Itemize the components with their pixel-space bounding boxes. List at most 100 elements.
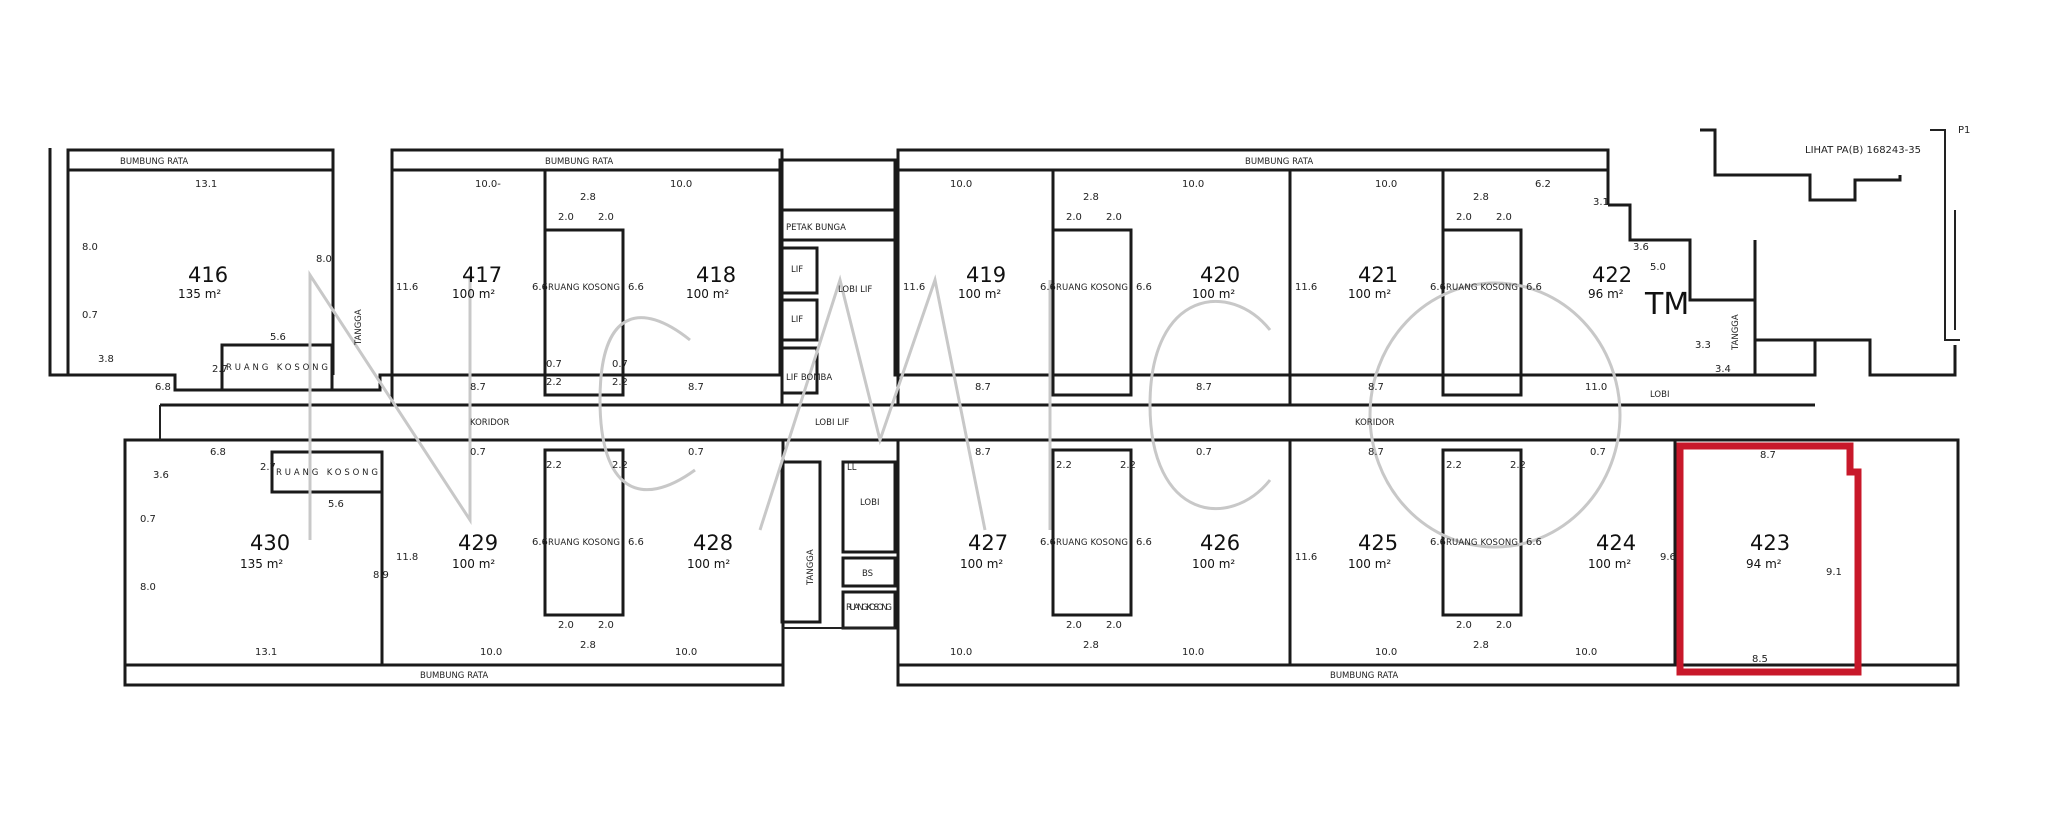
dim-425-top: 8.7 <box>1368 447 1384 458</box>
unit-423-area: 94 m² <box>1746 557 1782 571</box>
dim-void-bs6: 6.6 <box>1526 537 1542 548</box>
dim-429-left: 11.8 <box>396 552 418 563</box>
dim-425-bottom: 10.0 <box>1375 647 1397 658</box>
unit-427-number: 427 <box>968 531 1008 555</box>
flower-bed-label: PETAK BUNGA <box>786 223 846 233</box>
dim-void-w1: 2.0 <box>558 212 574 223</box>
dim-void-w4: 2.0 <box>1106 212 1122 223</box>
unit-419-number: 419 <box>966 263 1006 287</box>
dim-416-bottom: 6.8 <box>155 382 171 393</box>
corridor-label-right: KORIDOR <box>1355 418 1394 428</box>
units-top: 416 135 m² 417 100 m² 418 100 m² 419 100… <box>178 263 1632 301</box>
dim-417-bottom: 8.7 <box>470 382 486 393</box>
roof-label-4: BUMBUNG RATA <box>420 671 488 681</box>
void-label-5: RUANG KOSONG <box>1446 283 1518 293</box>
watermark-tm: TM <box>1644 287 1689 322</box>
void-label-6: RUANG KOSONG <box>1446 538 1518 548</box>
bs-label: BS <box>862 569 873 579</box>
dim-428-bottom: 10.0 <box>675 647 697 658</box>
void-label-2: RUANG KOSONG <box>548 538 620 548</box>
dim-void-bw6: 2.0 <box>1496 620 1512 631</box>
dim-427-top: 8.7 <box>975 447 991 458</box>
corridor <box>159 403 1815 442</box>
dim-426-bottom: 10.0 <box>1182 647 1204 658</box>
dim-423-top: 8.7 <box>1760 450 1776 461</box>
unit-425-area: 100 m² <box>1348 557 1391 571</box>
dim-void-b4: 0.7 <box>612 359 628 370</box>
dim-416-notch-w: 0.7 <box>82 310 98 321</box>
unit-422-area: 96 m² <box>1588 287 1624 301</box>
dim-424-left: 9.6 <box>1660 552 1676 563</box>
dim-416-left: 8.0 <box>82 242 98 253</box>
lobby-label-2: LOBI <box>1650 390 1669 400</box>
unit-428-area: 100 m² <box>687 557 730 571</box>
dim-422-e: 3.4 <box>1715 364 1731 375</box>
unit-418-number: 418 <box>696 263 736 287</box>
unit-424-area: 100 m² <box>1588 557 1631 571</box>
unit-419-area: 100 m² <box>958 287 1001 301</box>
dim-430-left: 8.0 <box>140 582 156 593</box>
dim-void-bw1: 2.0 <box>558 620 574 631</box>
dim-void-bs2: 6.6 <box>628 537 644 548</box>
dim-430-notch-w: 0.7 <box>140 514 156 525</box>
void-label-8: RUANG KOSONG <box>276 468 378 478</box>
dim-top-void-2: 2.8 <box>1083 192 1099 203</box>
dim-422-a: 3.1 <box>1593 197 1609 208</box>
unit-422-number: 422 <box>1592 263 1632 287</box>
dim-top-417: 10.0- <box>475 179 501 190</box>
dim-top-void-1: 2.8 <box>580 192 596 203</box>
unit-427-area: 100 m² <box>960 557 1003 571</box>
lobby-lift-label: LOBI LIF <box>815 418 849 428</box>
dim-void-b2: 2.2 <box>612 377 628 388</box>
roof-label-5: BUMBUNG RATA <box>1330 671 1398 681</box>
dim-430-notch-h: 3.6 <box>153 470 169 481</box>
dim-429-top: 0.7 <box>470 447 486 458</box>
watermark <box>308 269 1622 549</box>
dim-void-bt1: 2.2 <box>546 460 562 471</box>
unit-417-area: 100 m² <box>452 287 495 301</box>
dim-423-right: 9.1 <box>1826 567 1842 578</box>
unit-421-area: 100 m² <box>1348 287 1391 301</box>
dim-void-bs1: 6.6 <box>532 537 548 548</box>
stair-label-2: TANGGA <box>806 549 816 586</box>
dim-void-bw4: 2.0 <box>1106 620 1122 631</box>
dim-top-422: 6.2 <box>1535 179 1551 190</box>
dim-void-b1: 2.2 <box>546 377 562 388</box>
dim-428-top: 0.7 <box>688 447 704 458</box>
dim-void-bs5: 6.6 <box>1430 537 1446 548</box>
dim-422-bottom: 11.0 <box>1585 382 1607 393</box>
dim-void-w5: 2.0 <box>1456 212 1472 223</box>
dim-425-left: 11.6 <box>1295 552 1317 563</box>
fire-lift-label: LIF BOMBA <box>786 373 832 383</box>
dim-422-c: 5.0 <box>1650 262 1666 273</box>
dim-418-bottom: 8.7 <box>688 382 704 393</box>
unit-430-area: 135 m² <box>240 557 283 571</box>
dim-void-h6: 6.6 <box>1526 282 1542 293</box>
unit-421-number: 421 <box>1358 263 1398 287</box>
corridor-label-left: KORIDOR <box>470 418 509 428</box>
dim-void-h5: 6.6 <box>1430 282 1446 293</box>
dim-426-top: 0.7 <box>1196 447 1212 458</box>
dim-void-b3: 0.7 <box>546 359 562 370</box>
unit-428-number: 428 <box>693 531 733 555</box>
void-label-4: RUANG KOSONG <box>1056 538 1128 548</box>
dim-top-419: 10.0 <box>950 179 972 190</box>
dim-429-bottom: 10.0 <box>480 647 502 658</box>
dim-void-h1: 6.6 <box>532 282 548 293</box>
dim-top-420: 10.0 <box>1182 179 1204 190</box>
dim-top-421: 10.0 <box>1375 179 1397 190</box>
dim-void-bt4: 2.2 <box>1120 460 1136 471</box>
core-labels: KORIDOR KORIDOR LOBI LIF PETAK BUNGA LIF… <box>354 223 1741 586</box>
ll-label: LL <box>847 463 857 473</box>
dim-void-bh2: 2.8 <box>1083 640 1099 651</box>
units-bottom: 430 135 m² 429 100 m² 428 100 m² 427 100… <box>240 531 1790 571</box>
dim-void-h3: 6.6 <box>1040 282 1056 293</box>
unit-418-area: 100 m² <box>686 287 729 301</box>
dim-void-bw3: 2.0 <box>1066 620 1082 631</box>
dim-423-bottom: 8.5 <box>1752 654 1768 665</box>
void-labels: RUANG KOSONG RUANG KOSONG RUANG KOSONG R… <box>226 283 1518 613</box>
dim-void-bs4: 6.6 <box>1136 537 1152 548</box>
dim-void-bt5: 2.2 <box>1446 460 1462 471</box>
unit-425-number: 425 <box>1358 531 1398 555</box>
dim-void-w3: 2.0 <box>1066 212 1082 223</box>
